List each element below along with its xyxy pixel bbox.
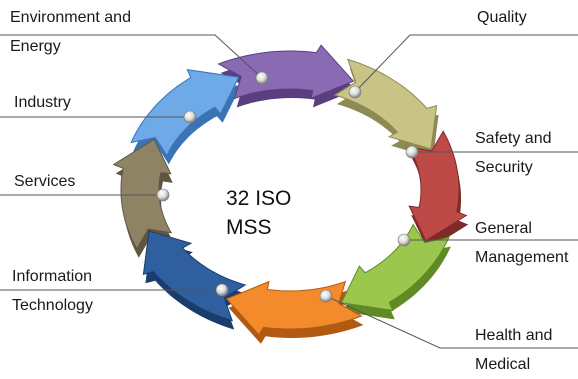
label-industry: Industry [14,88,71,117]
segment-arrow-industry [130,68,240,157]
label-safety-line-2: Security [475,159,533,176]
leader-lines [0,34,578,349]
connector-knob-general [397,233,411,247]
segment-arrow-services [112,138,173,250]
connector-knobs [156,71,419,303]
label-services: Services [14,167,75,196]
label-safety: Safety and Security [475,124,552,182]
label-general-line-1: General [475,220,532,237]
connector-knob-it [215,283,229,297]
label-general-line-2: Management [475,249,569,266]
center-title: 32 ISO MSS [226,184,291,242]
label-general: General Management [475,214,568,272]
center-title-line-2: MSS [226,216,272,239]
label-environment: Environment and Energy [10,3,131,61]
segment-arrow-quality [333,58,438,150]
segment-arrow-safety [407,130,468,242]
connector-knob-health [319,289,333,303]
leader-line-health [325,295,578,349]
center-title-line-1: 32 ISO [226,187,292,210]
connector-knob-safety [405,145,419,159]
label-health-line-1: Health and [475,327,553,344]
label-health: Health and Medical [475,321,552,379]
label-it-line-2: Technology [12,297,93,314]
label-quality-line-1: Quality [477,9,527,26]
leader-line-environment [0,34,263,79]
segment-arrow-it [142,230,247,322]
label-quality: Quality [477,3,527,32]
segment-arrow-environment [217,44,355,100]
label-health-line-2: Medical [475,356,531,373]
label-environment-line-2: Energy [10,38,61,55]
label-information-technology: Information Technology [12,262,93,320]
label-environment-line-1: Environment and [10,9,131,26]
connector-knob-environment [255,71,269,85]
connector-knob-industry [183,110,197,124]
leader-line-quality [354,34,578,93]
label-it-line-1: Information [12,268,93,285]
label-industry-line-1: Industry [14,94,71,111]
label-safety-line-1: Safety and [475,130,552,147]
connector-knob-quality [348,85,362,99]
connector-knob-services [156,188,170,202]
label-services-line-1: Services [14,173,76,190]
